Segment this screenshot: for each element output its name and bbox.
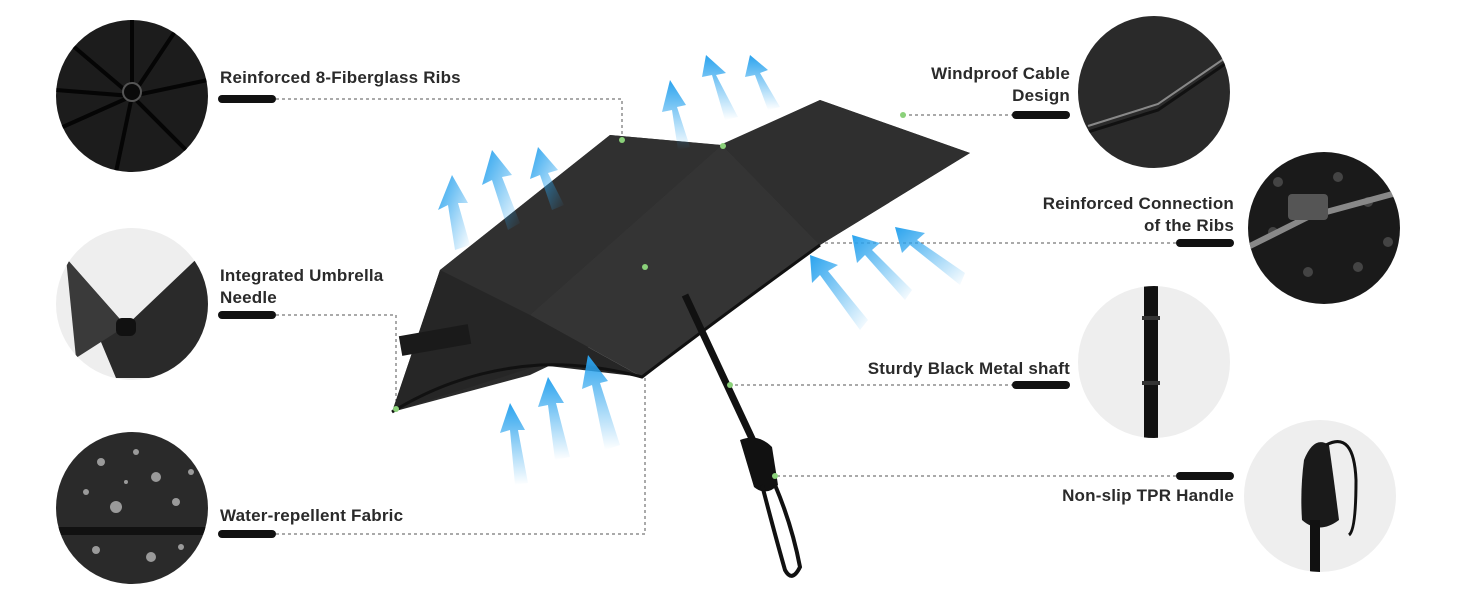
callout-dot-icon — [900, 112, 906, 118]
ribs-detail-image — [56, 20, 208, 172]
shaft-detail-image — [1078, 286, 1230, 438]
fabric-detail-image — [56, 432, 208, 584]
label-underline-pill — [1176, 239, 1234, 247]
callout-dot-icon — [727, 382, 733, 388]
callout-dot-icon — [642, 264, 648, 270]
needle-detail-image — [56, 228, 208, 380]
callout-dot-icon — [619, 137, 625, 143]
callout-dot-icon — [720, 143, 726, 149]
label-underline-pill — [218, 530, 276, 538]
connection-detail-image — [1248, 152, 1400, 304]
feature-label-connection: Reinforced Connection of the Ribs — [1042, 194, 1234, 235]
callout-dot-icon — [772, 473, 778, 479]
callout-dot-icon — [393, 406, 399, 412]
feature-label-shaft: Sturdy Black Metal shaft — [867, 359, 1070, 378]
umbrella-illustration — [391, 55, 970, 578]
label-underline-pill — [1012, 111, 1070, 119]
label-underline-pill — [1012, 381, 1070, 389]
feature-label-cable: Windproof Cable Design — [931, 64, 1070, 105]
label-underline-pill — [218, 311, 276, 319]
feature-label-fabric: Water-repellent Fabric — [220, 506, 404, 525]
handle-detail-image — [1244, 420, 1396, 572]
feature-label-handle: Non-slip TPR Handle — [1062, 486, 1234, 505]
wind-arrow-icon — [438, 55, 965, 485]
feature-label-needle: Integrated Umbrella Needle — [220, 266, 384, 307]
feature-label-ribs: Reinforced 8-Fiberglass Ribs — [220, 68, 461, 87]
label-underline-pill — [1176, 472, 1234, 480]
label-underline-pill — [218, 95, 276, 103]
cable-detail-image — [1078, 16, 1230, 168]
